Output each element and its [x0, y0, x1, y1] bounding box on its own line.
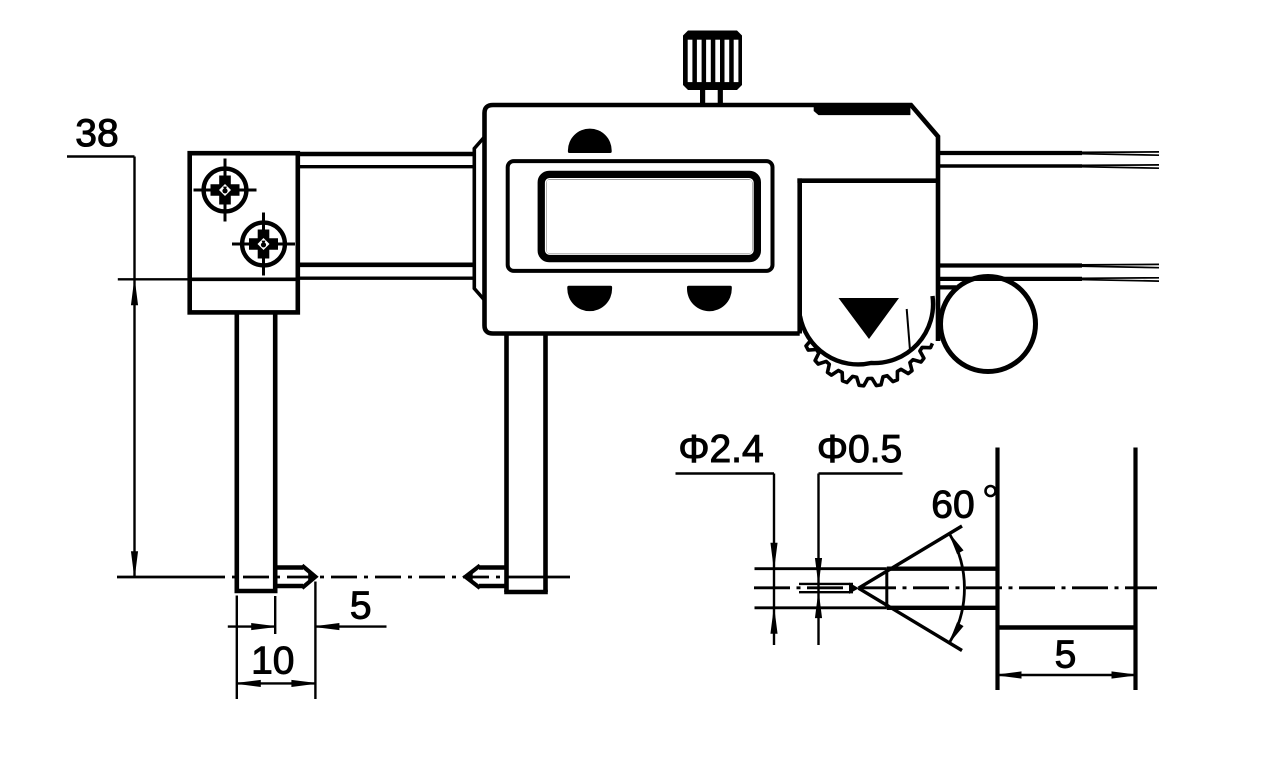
svg-text:60: 60 — [931, 484, 974, 527]
svg-text:38: 38 — [75, 112, 118, 155]
svg-text:Φ0.5: Φ0.5 — [817, 428, 902, 471]
svg-text:5: 5 — [350, 585, 372, 628]
svg-text:10: 10 — [251, 640, 294, 683]
svg-text:5: 5 — [1055, 634, 1077, 677]
svg-text:Φ2.4: Φ2.4 — [678, 428, 763, 471]
